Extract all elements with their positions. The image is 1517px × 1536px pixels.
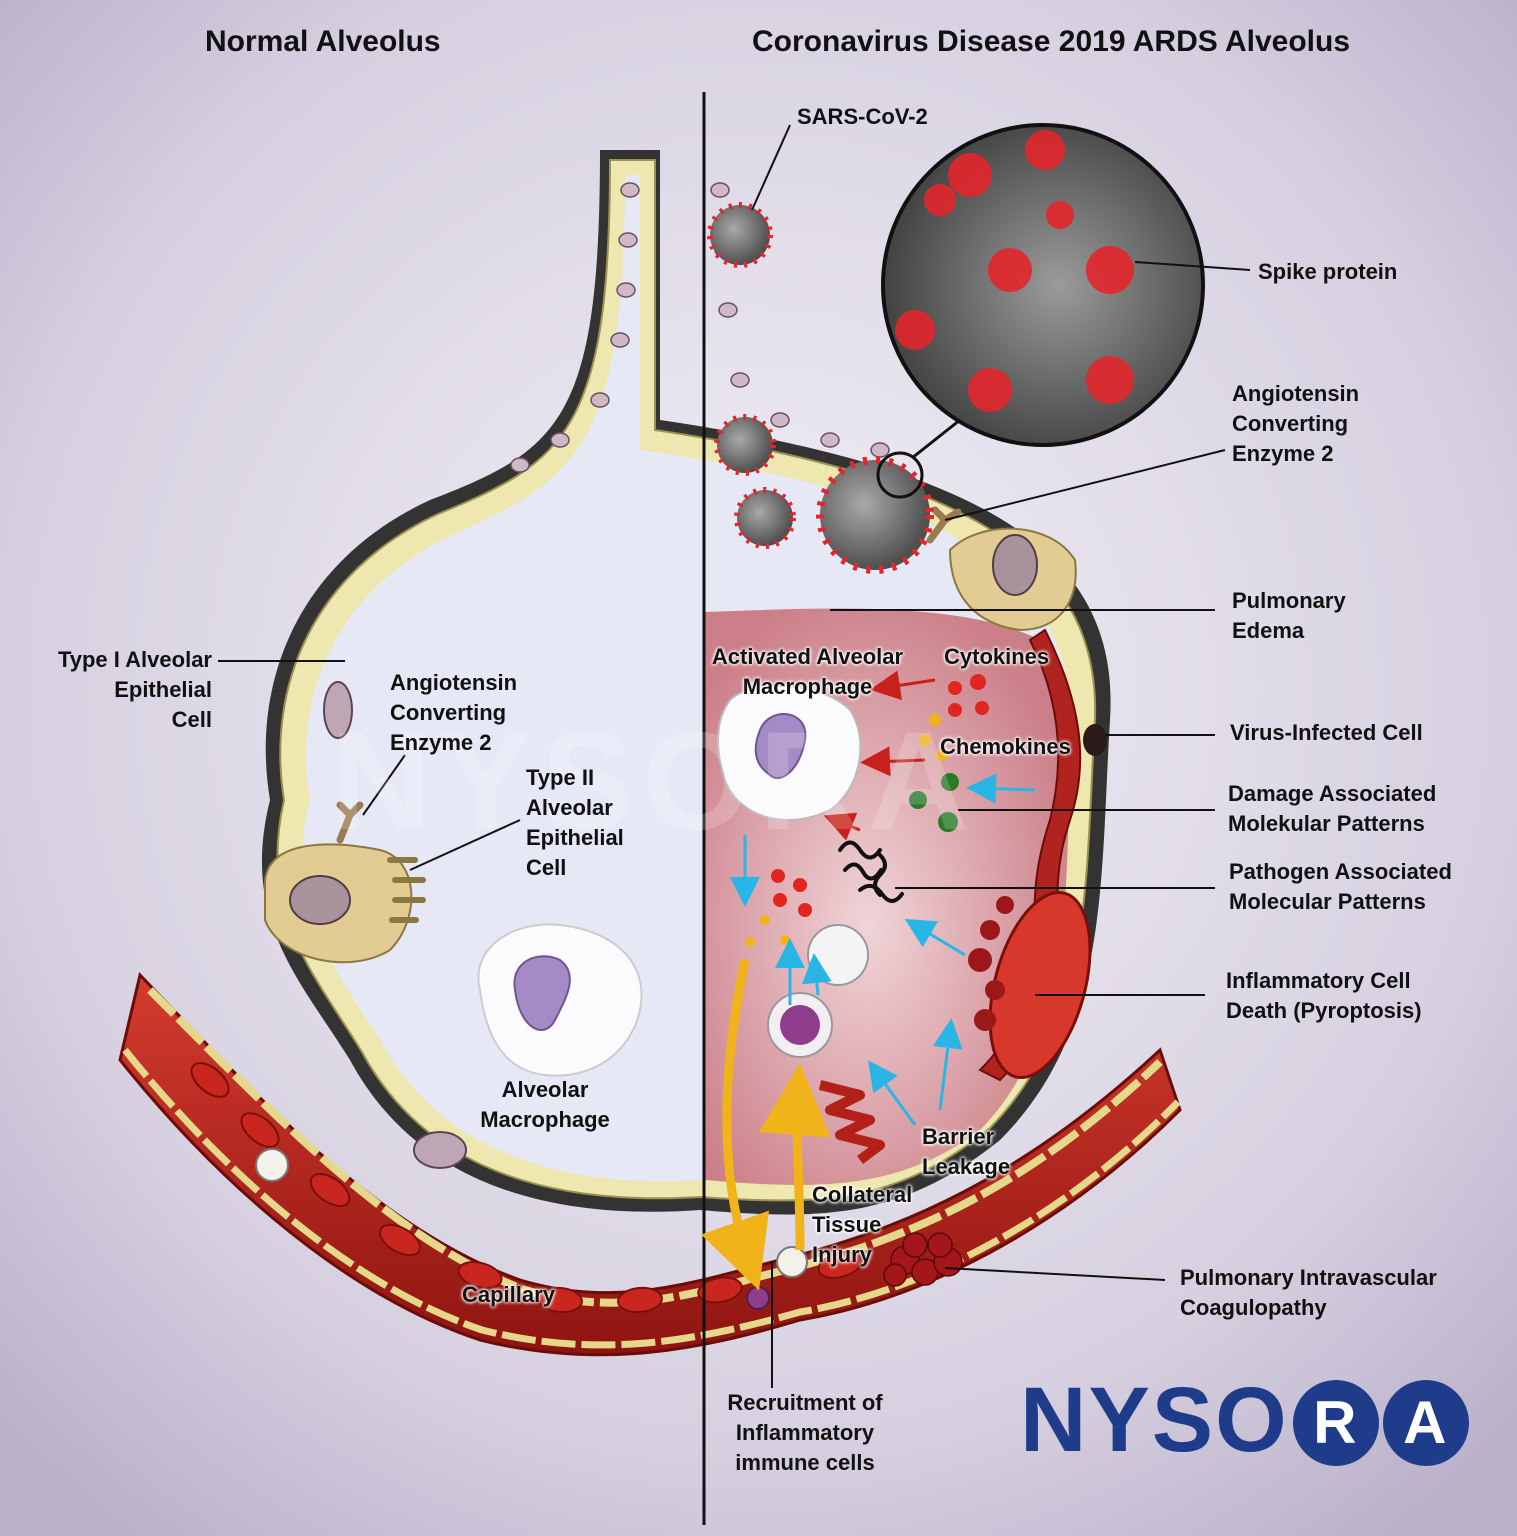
activated-macrophage-cell (717, 685, 862, 821)
spike-zoom-circle (881, 123, 1205, 447)
label-chemokines: Chemokines (940, 734, 1071, 759)
red-blood-cells (190, 1062, 863, 1314)
signal-arrows-red (823, 670, 936, 841)
label-cytokines: Cytokines (944, 644, 1050, 669)
spike-protein-blobs (895, 130, 1134, 412)
alveolar-macrophage-cell (477, 923, 643, 1077)
vessel-immune-cell-right (776, 1246, 808, 1278)
type2-cell-infected (948, 527, 1077, 632)
tissue-injury-zigzag (818, 1080, 885, 1164)
pyroptosis-cell (968, 891, 1092, 1079)
label-virus-infected-cell: Virus-Infected Cell (1230, 720, 1423, 745)
sars-cov-2-particles (707, 202, 934, 574)
zoom-connector (911, 418, 961, 460)
recruitment-arrows-yellow (701, 959, 831, 1291)
vessel-immune-cell-left (255, 1148, 289, 1182)
label-capillary: Capillary (462, 1282, 555, 1307)
label-spike-protein: Spike protein (1258, 259, 1398, 284)
cytokine-dots (771, 674, 989, 917)
ace2-receptor-left (336, 801, 364, 844)
label-sars-cov-2: SARS-CoV-2 (797, 104, 928, 129)
watermark: NYSORA (330, 702, 977, 859)
vessel-immune-cell-purple (746, 1286, 770, 1310)
pamp-rna (838, 840, 904, 903)
title-covid-ards-alveolus: Coronavirus Disease 2019 ARDS Alveolus (752, 25, 1351, 58)
virus-infected-cell (1083, 724, 1107, 756)
bronchiole-cells (510, 182, 890, 473)
leader-lines (218, 124, 1251, 1388)
type1-cell-nucleus-lower (413, 1131, 467, 1169)
zoom-origin-circle (876, 451, 924, 499)
signal-arrows-blue (730, 773, 1036, 1126)
recruited-immune-cell-nucleus (780, 1005, 820, 1045)
type2-alveolar-cell (264, 843, 426, 964)
title-normal-alveolus: Normal Alveolus (205, 25, 441, 58)
type1-cell-nucleus (323, 681, 353, 739)
vessel-endothelium-lower (122, 1047, 1181, 1349)
damp-particles (909, 773, 959, 832)
